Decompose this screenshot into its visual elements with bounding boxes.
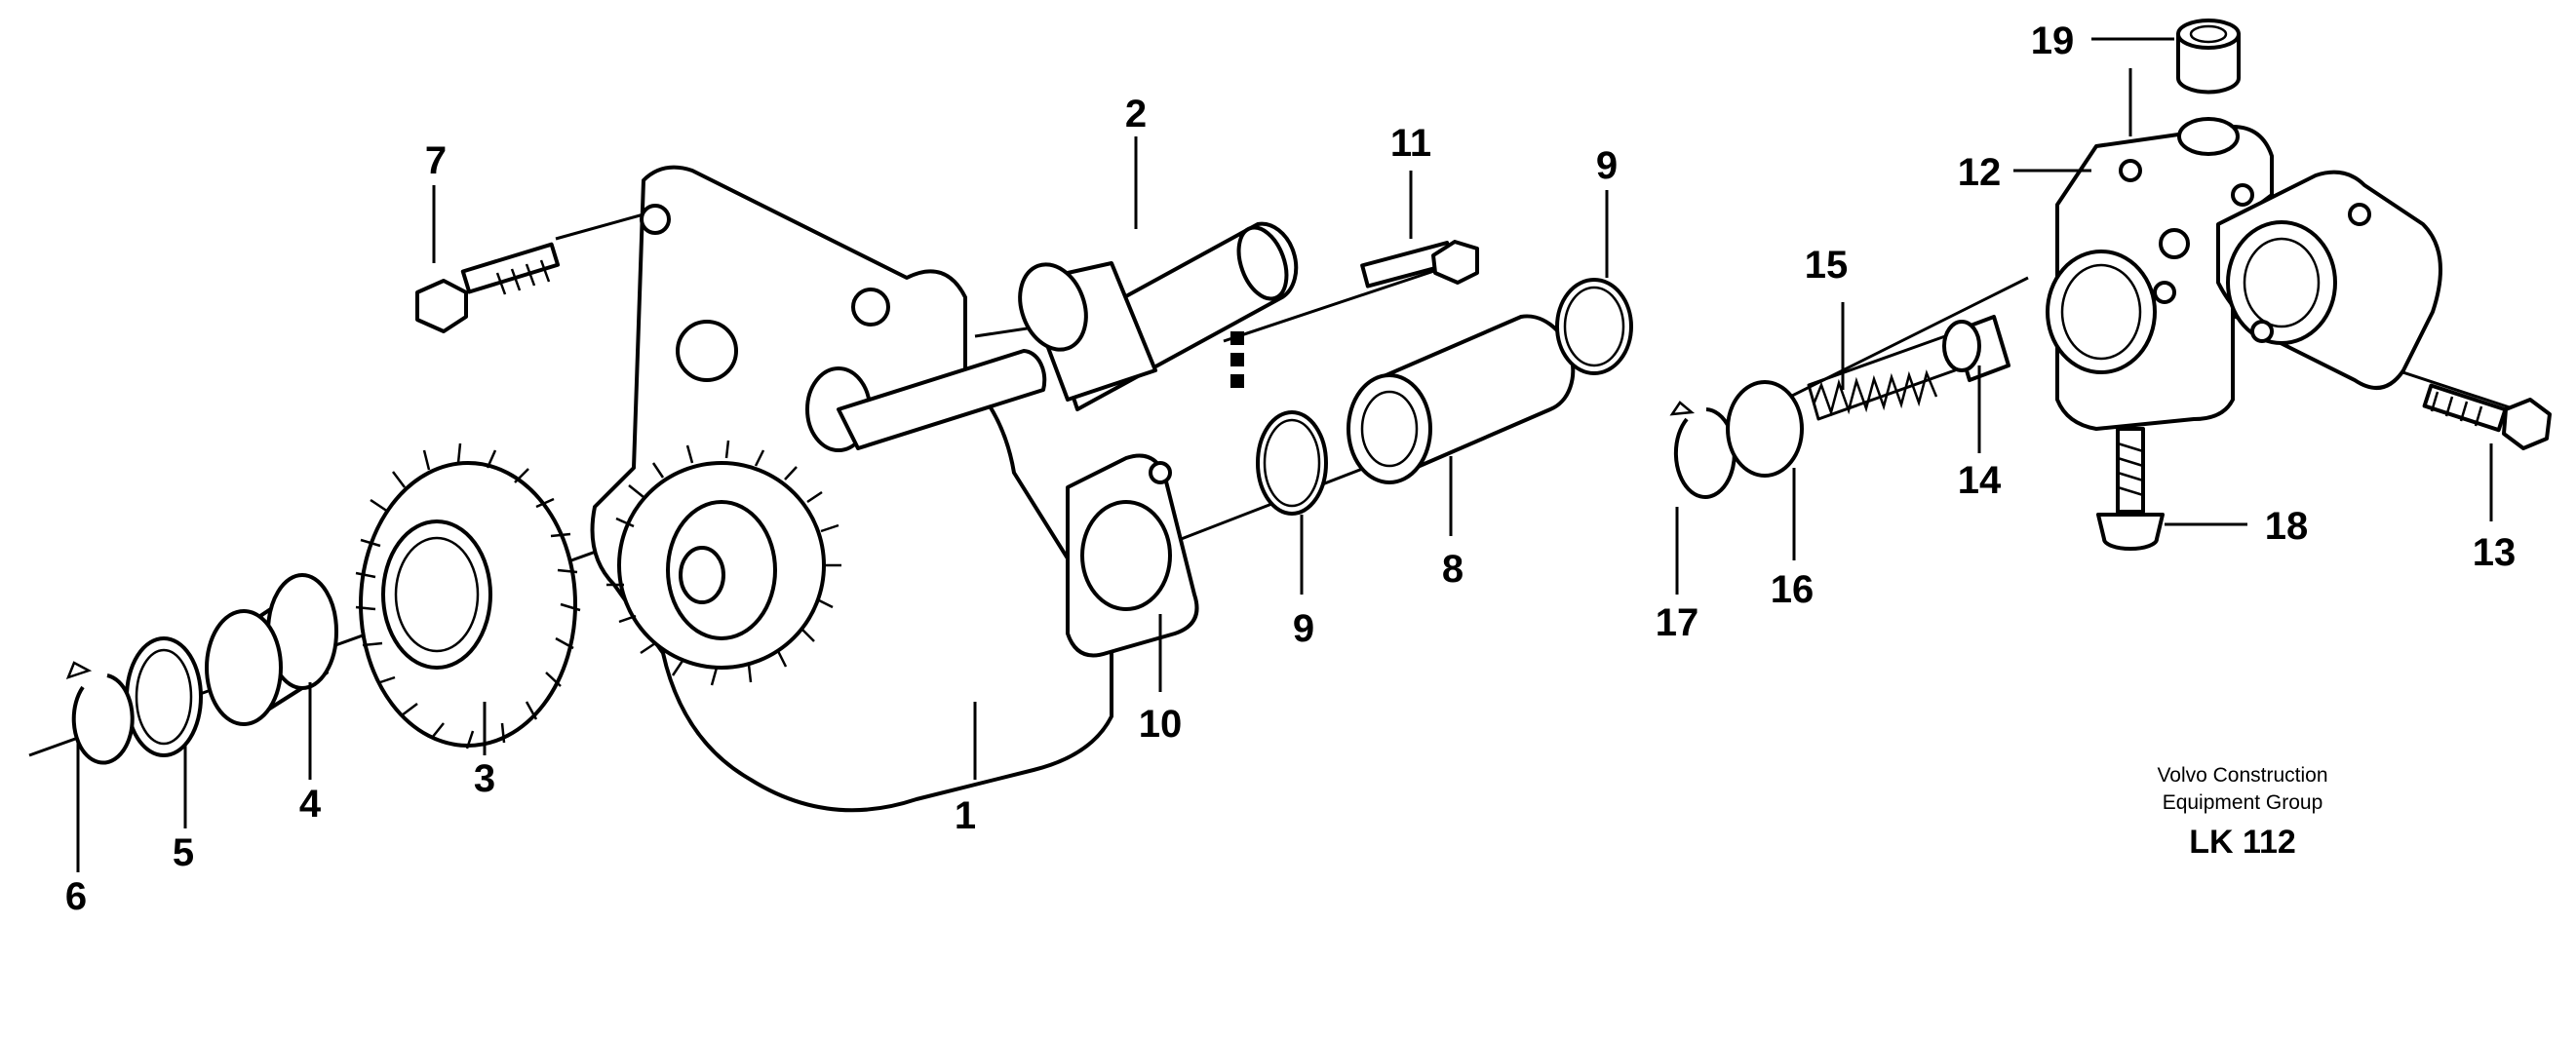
housing-gear (606, 440, 841, 686)
drawing-code: LK 112 (2189, 824, 2296, 861)
disc-part-16 (1726, 380, 1804, 478)
callout-17: 17 (1656, 601, 1699, 644)
bolt-part-11 (1230, 240, 1479, 388)
callout-19: 19 (2031, 19, 2075, 62)
callout-1: 1 (955, 794, 976, 837)
cap-part-19 (2176, 19, 2241, 95)
callout-13: 13 (2473, 531, 2517, 574)
callout-2: 2 (1125, 93, 1147, 135)
callout-7: 7 (425, 139, 447, 182)
credit-line-1: Volvo Construction (2157, 764, 2327, 787)
callout-8: 8 (1442, 548, 1464, 591)
o-ring-part-9-right (1555, 278, 1633, 375)
leader-lines (76, 37, 2493, 872)
callout-10: 10 (1139, 703, 1183, 746)
callout-6: 6 (65, 875, 87, 918)
sleeve-part-8 (1347, 314, 1576, 484)
callout-11: 11 (1390, 122, 1431, 165)
circlip-part-17 (1669, 401, 1737, 499)
callout-3: 3 (474, 757, 495, 800)
gear-part-3 (355, 442, 581, 750)
bolt-part-13 (2422, 383, 2552, 450)
bolt-part-18 (2096, 427, 2165, 551)
bushing-part-4 (205, 573, 338, 726)
credit-line-2: Equipment Group (2163, 791, 2323, 814)
callout-18: 18 (2265, 505, 2309, 548)
callout-12: 12 (1958, 151, 2002, 194)
callout-9-left: 9 (1293, 607, 1314, 650)
circlip-part-6 (65, 661, 135, 765)
spring-part-15 (1807, 334, 1957, 421)
flange-gasket-part-10 (1066, 453, 1199, 658)
callout-4: 4 (299, 783, 322, 826)
credit-block: Volvo Construction Equipment Group LK 11… (2157, 764, 2327, 861)
callout-15: 15 (1805, 244, 1849, 287)
valve-housing-part-12 (2046, 117, 2442, 431)
bolt-part-7 (415, 242, 561, 333)
callout-5: 5 (173, 831, 194, 874)
shaft-part-2 (1018, 221, 1299, 411)
callout-14: 14 (1958, 459, 2002, 502)
plunger-part-14 (1942, 315, 2010, 382)
callout-16: 16 (1771, 568, 1815, 611)
washer-part-5 (125, 636, 203, 757)
callout-9-right: 9 (1596, 144, 1618, 187)
o-ring-part-9-left (1256, 410, 1328, 516)
callout-labels: 1 2 3 4 5 6 7 8 9 9 10 11 12 13 14 15 16… (65, 19, 2516, 918)
